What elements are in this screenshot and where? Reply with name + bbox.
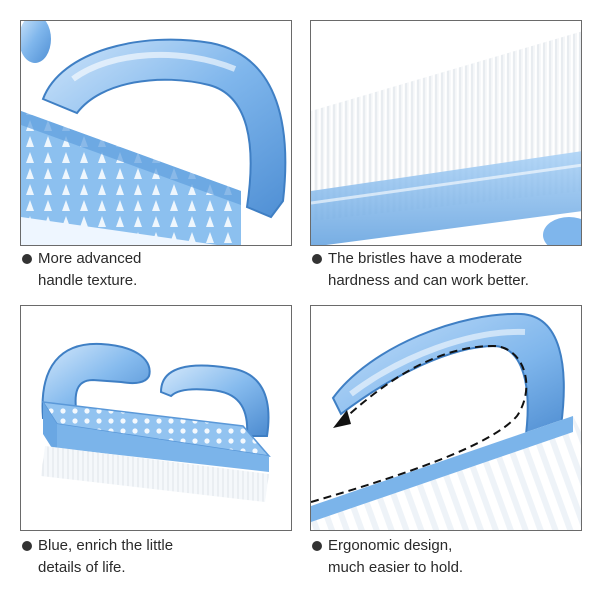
caption-line: Blue, enrich the little — [38, 537, 174, 554]
caption-line: Ergonomic design, — [328, 537, 453, 554]
caption-line: much easier to hold. — [328, 559, 464, 576]
bullet-dot — [22, 254, 32, 264]
full-brush-photo — [20, 305, 292, 531]
caption-line: handle texture. — [38, 272, 138, 289]
caption-handle-texture: More advanced handle texture. — [22, 248, 141, 292]
caption-line: details of life. — [38, 559, 126, 576]
bullet-dot — [312, 541, 322, 551]
caption-blue-color: Blue, enrich the little details of life. — [22, 535, 173, 579]
handle-closeup-photo — [20, 20, 292, 246]
bullet-dot — [22, 541, 32, 551]
caption-bristle-hardness: The bristles have a moderate hardness an… — [312, 248, 529, 292]
caption-line: The bristles have a moderate — [328, 250, 523, 267]
caption-line: hardness and can work better. — [328, 272, 529, 289]
bullet-dot — [312, 254, 322, 264]
caption-line: More advanced — [38, 250, 142, 267]
ergonomic-grip-photo — [310, 305, 582, 531]
bristles-closeup-photo — [310, 20, 582, 246]
caption-ergonomic-design: Ergonomic design, much easier to hold. — [312, 535, 463, 579]
